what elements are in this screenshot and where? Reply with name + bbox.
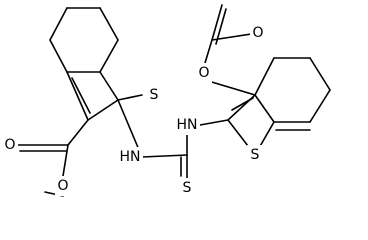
atom-label-text: O [198, 65, 209, 81]
atom-labels: S HN S HN S O O O [2, 23, 266, 198]
atom-label-text: O [4, 137, 15, 153]
atom-label-text: S [251, 147, 260, 163]
bond-line [66, 71, 89, 121]
chemical-structure-diagram: S HN S HN S O O O [2, 4, 331, 198]
atom-label-nh-left: HN [117, 147, 143, 167]
atom-label-o-carbonyl-right: O [250, 23, 266, 43]
bond-line [49, 7, 68, 41]
bond-lines [17, 4, 331, 197]
bond-line [99, 39, 119, 73]
bond-line [309, 89, 331, 123]
bond-line [199, 119, 229, 126]
bond-line [117, 94, 143, 101]
bond-line [62, 144, 69, 177]
atom-label-text: HN [120, 149, 141, 165]
atom-label-s-right-thiophene: S [247, 145, 263, 165]
atom-label-o-carbonyl-left: O [2, 135, 18, 155]
atom-label-text: S [150, 87, 159, 103]
bond-line [49, 39, 68, 73]
bond-line [254, 94, 275, 123]
bond-line [309, 57, 331, 91]
atom-label-text: HN [177, 117, 198, 133]
atom-label-text: S [183, 180, 192, 196]
bond-line [67, 119, 89, 146]
bond-line [231, 97, 254, 111]
bond-line [204, 79, 256, 96]
bond-line [204, 39, 213, 64]
bond-line [87, 99, 119, 121]
atom-label-s-thiourea: S [179, 178, 195, 198]
bond-line [99, 71, 119, 101]
atom-label-text: O [252, 25, 263, 41]
atom-label-s-left-thiophene: S [146, 85, 162, 105]
atom-label-o-ester-right: O [196, 63, 212, 83]
atom-label-text: O [57, 178, 68, 194]
atom-label-o-ester-left: O [55, 176, 71, 196]
bond-line [254, 57, 275, 96]
bond-line [211, 4, 223, 41]
bond-line [215, 8, 227, 45]
bond-line [99, 7, 119, 41]
atom-label-nh-right: HN [174, 115, 200, 135]
bond-line [141, 154, 188, 158]
bond-line [71, 77, 91, 114]
